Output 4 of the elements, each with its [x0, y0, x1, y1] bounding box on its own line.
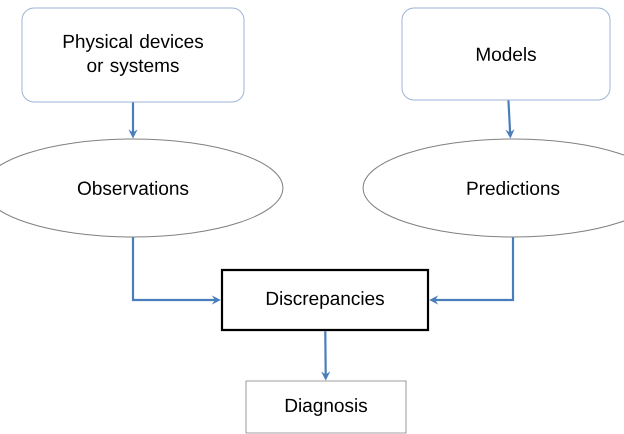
process-box: Diagnosis: [246, 380, 406, 434]
process-box: Discrepancies: [220, 268, 430, 332]
rounded-box: Physical devices or systems: [22, 8, 244, 102]
rounded-box: Models: [402, 8, 610, 100]
